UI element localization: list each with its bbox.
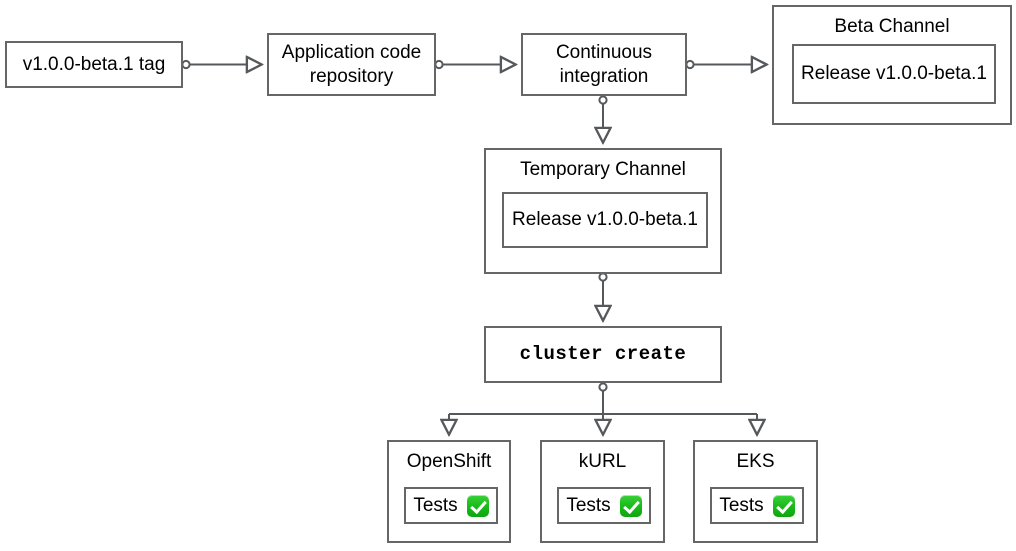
node-eks-title: EKS xyxy=(736,451,775,472)
node-temporary-channel-title: Temporary Channel xyxy=(520,159,686,180)
node-kurl[interactable]: kURL Tests xyxy=(540,440,665,543)
node-openshift[interactable]: OpenShift Tests xyxy=(387,440,511,543)
node-beta-channel-release-label: Release v1.0.0-beta.1 xyxy=(801,63,987,85)
green-check-icon xyxy=(619,494,642,517)
node-continuous-integration[interactable]: Continuous integration xyxy=(521,33,687,96)
node-eks-tests-label: Tests xyxy=(719,494,764,516)
node-application-code-repository[interactable]: Application code repository xyxy=(267,33,436,96)
node-eks[interactable]: EKS Tests xyxy=(693,440,818,543)
node-beta-channel-title: Beta Channel xyxy=(834,16,950,37)
node-kurl-tests-label: Tests xyxy=(566,494,611,516)
node-beta-channel[interactable]: Beta Channel Release v1.0.0-beta.1 xyxy=(772,5,1012,125)
node-tag[interactable]: v1.0.0-beta.1 tag xyxy=(5,41,183,88)
node-openshift-tests-box[interactable]: Tests xyxy=(404,487,498,524)
node-application-code-repository-label: Application code repository xyxy=(281,42,422,87)
node-temporary-channel-release-label: Release v1.0.0-beta.1 xyxy=(512,209,698,231)
green-check-icon xyxy=(772,494,795,517)
node-cluster-create[interactable]: cluster create xyxy=(484,326,722,383)
node-cluster-create-label: cluster create xyxy=(519,342,687,365)
node-openshift-tests-label: Tests xyxy=(413,494,458,516)
node-temporary-channel[interactable]: Temporary Channel Release v1.0.0-beta.1 xyxy=(484,148,722,274)
node-continuous-integration-label: Continuous integration xyxy=(555,42,653,87)
node-temporary-channel-release-box[interactable]: Release v1.0.0-beta.1 xyxy=(502,192,708,248)
node-tag-label: v1.0.0-beta.1 tag xyxy=(22,53,166,75)
green-check-icon xyxy=(466,494,489,517)
node-kurl-title: kURL xyxy=(578,451,627,472)
node-beta-channel-release-box[interactable]: Release v1.0.0-beta.1 xyxy=(792,44,996,104)
node-eks-tests-box[interactable]: Tests xyxy=(710,487,804,524)
node-openshift-title: OpenShift xyxy=(406,451,492,472)
node-kurl-tests-box[interactable]: Tests xyxy=(557,487,651,524)
